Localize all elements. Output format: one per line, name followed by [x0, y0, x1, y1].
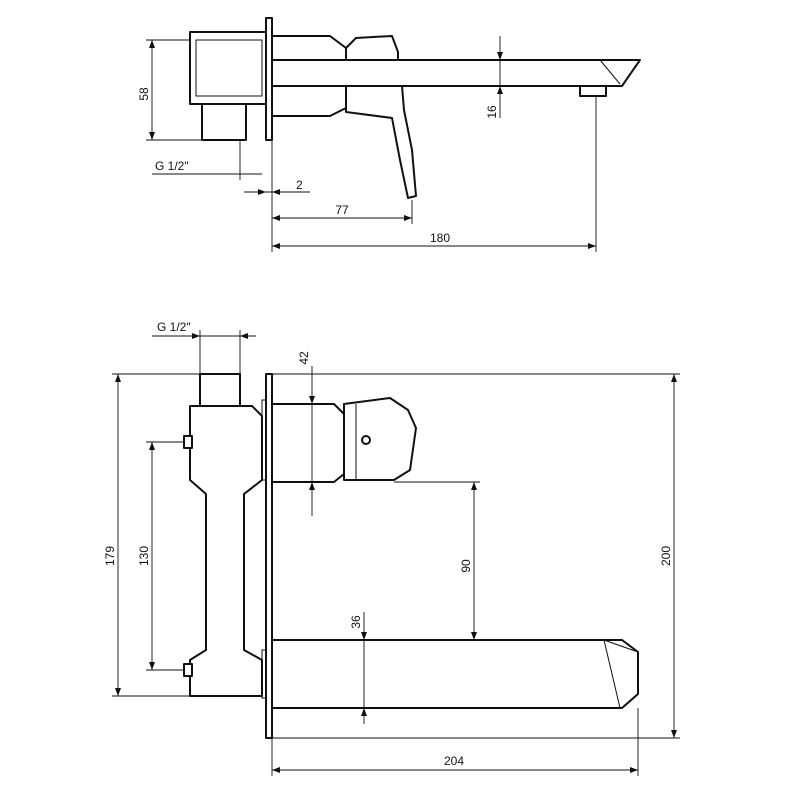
front-spout [271, 639, 639, 709]
dim-label-thread-front: G 1/2" [157, 320, 191, 334]
side-lever-handle [345, 85, 417, 199]
front-lever [343, 397, 417, 481]
dim-label-height: 58 [137, 87, 151, 101]
side-inlet-fitting [201, 103, 247, 141]
front-pin-lower [183, 663, 193, 677]
dim-label-lever-to-spout: 90 [459, 559, 473, 573]
dim-label-total-height: 179 [103, 546, 117, 566]
dim-label-reach: 180 [430, 231, 450, 245]
side-aerator [579, 85, 607, 97]
side-body-block [189, 31, 269, 105]
dim-label-plate-height: 200 [659, 546, 673, 566]
front-cartridge-housing [271, 403, 345, 483]
front-body-column [189, 405, 263, 697]
front-lever-indicator [361, 435, 371, 445]
front-wall-plate [265, 373, 273, 739]
dim-label-spout: 16 [485, 105, 499, 119]
dim-label-lever-width: 42 [297, 351, 311, 365]
front-inlet-nipple [199, 373, 241, 407]
front-view: G 1/2" 42 179 130 90 36 [103, 320, 680, 776]
side-spout [271, 59, 641, 87]
side-view: 58 G 1/2" 2 77 180 16 [137, 17, 641, 252]
side-body-inner [195, 39, 263, 97]
dim-label-plate: 2 [296, 178, 303, 192]
dim-label-spout-width: 36 [349, 615, 363, 629]
side-spout-edge [599, 59, 621, 85]
dim-label-inlet-spacing: 130 [137, 546, 151, 566]
dim-label-lever: 77 [335, 203, 349, 217]
dim-label-thread-side: G 1/2" [155, 159, 189, 173]
front-pin-upper [183, 435, 193, 449]
side-lever-top [345, 35, 399, 61]
dim-label-length: 204 [444, 754, 464, 768]
